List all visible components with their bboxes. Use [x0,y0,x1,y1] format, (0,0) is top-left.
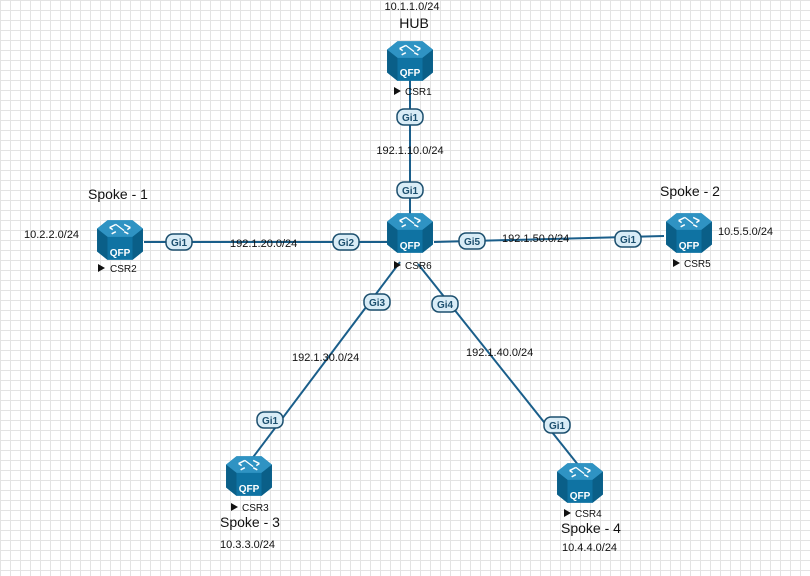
port-csr2-gi1[interactable]: Gi1 [165,233,193,251]
port-label: Gi5 [464,237,481,248]
play-icon [98,264,105,272]
hub-role-label: HUB [399,15,429,31]
links [144,78,665,467]
play-icon [394,87,401,95]
port-csr6-gi4[interactable]: Gi4 [431,295,459,313]
port-label: Gi1 [402,113,419,124]
router-csr5[interactable]: QFP CSR5 [665,212,713,270]
router-csr4[interactable]: QFP CSR4 [556,462,604,520]
port-label: Gi1 [171,238,188,249]
port-csr6-gi3[interactable]: Gi3 [363,293,391,311]
spoke4-network-label: 10.4.4.0/24 [562,542,617,554]
spoke3-role-label: Spoke - 3 [220,514,280,530]
link-spoke4[interactable] [417,263,580,467]
router-csr3[interactable]: QFP CSR3 [225,455,273,514]
spoke2-role-label: Spoke - 2 [660,183,720,199]
router-csr4-chip-label: QFP [570,491,591,502]
link-spoke1-network-label: 192.1.20.0/24 [230,238,297,250]
play-icon [231,503,238,511]
port-csr6-gi2[interactable]: Gi2 [332,233,360,251]
router-csr2-chip-label: QFP [110,248,131,259]
router-csr6-chip-label: QFP [400,241,421,252]
link-hub-network-label: 192.1.10.0/24 [376,145,443,157]
link-spoke4-network-label: 192.1.40.0/24 [466,347,533,359]
play-icon [673,259,680,267]
router-csr1-chip-label: QFP [400,68,421,79]
play-icon [394,261,401,269]
play-icon [564,509,571,517]
router-csr4-name: CSR4 [575,509,602,520]
router-csr3-name: CSR3 [242,503,269,514]
router-csr1-name: CSR1 [405,87,432,98]
router-csr2-name: CSR2 [110,264,137,275]
spoke2-network-label: 10.5.5.0/24 [718,226,773,238]
port-label: Gi1 [620,235,637,246]
port-csr4-gi1[interactable]: Gi1 [543,416,571,434]
port-label: Gi4 [437,300,454,311]
link-spoke3-network-label: 192.1.30.0/24 [292,352,359,364]
router-csr6-name: CSR6 [405,261,432,272]
port-label: Gi2 [338,238,355,249]
router-csr5-name: CSR5 [684,259,711,270]
port-csr5-gi1[interactable]: Gi1 [614,230,642,248]
port-label: Gi1 [549,421,566,432]
router-csr2[interactable]: QFP CSR2 [96,219,144,275]
router-csr1[interactable]: QFP CSR1 [386,40,434,98]
spoke1-network-label: 10.2.2.0/24 [24,229,79,241]
spoke4-role-label: Spoke - 4 [561,520,621,536]
hub-network-label: 10.1.1.0/24 [384,1,439,13]
router-csr3-chip-label: QFP [239,484,260,495]
port-label: Gi1 [402,186,419,197]
port-label: Gi1 [262,416,279,427]
spoke3-network-label: 10.3.3.0/24 [220,539,275,551]
link-spoke2-network-label: 192.1.50.0/24 [502,233,569,245]
spoke1-role-label: Spoke - 1 [88,186,148,202]
port-label: Gi3 [369,298,386,309]
port-csr3-gi1[interactable]: Gi1 [256,411,284,429]
router-csr6[interactable]: QFP CSR6 [386,212,434,272]
port-csr1-gi1[interactable]: Gi1 [396,108,424,126]
port-csr6-gi5[interactable]: Gi5 [458,232,486,250]
router-csr5-chip-label: QFP [679,241,700,252]
port-csr6-gi1[interactable]: Gi1 [396,181,424,199]
